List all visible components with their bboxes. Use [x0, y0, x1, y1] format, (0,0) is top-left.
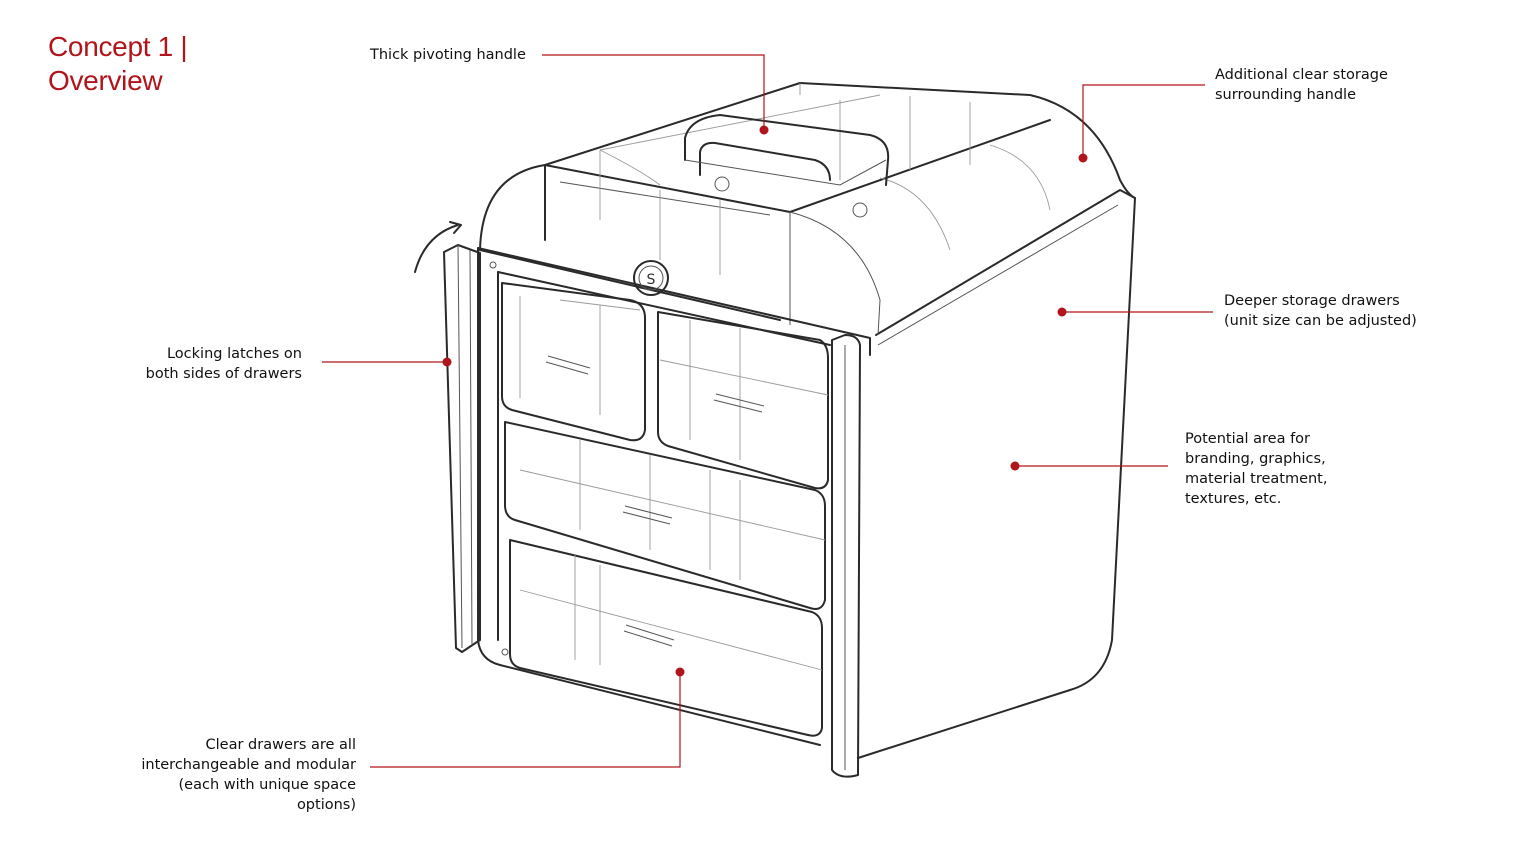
callout-branding-line-4: textures, etc. — [1185, 491, 1282, 507]
left-locking-latch — [443, 244, 481, 653]
top-clear-storage — [479, 82, 1136, 336]
callout-drawers: Clear drawers are all interchangeable an… — [141, 735, 356, 815]
callout-drawers-line-3: (each with unique space — [178, 777, 356, 793]
drawer-middle — [504, 421, 826, 610]
leader-latches — [322, 357, 452, 367]
callout-branding-line-3: material treatment, — [1185, 471, 1328, 487]
title-line-1: Concept 1 | — [48, 31, 188, 62]
callout-branding-line-2: branding, graphics, — [1185, 451, 1326, 467]
pivot-arrowhead — [449, 221, 462, 234]
callout-deeper: Deeper storage drawers (unit size can be… — [1224, 291, 1417, 331]
callout-storage: Additional clear storage surrounding han… — [1215, 65, 1388, 105]
callout-latches-line-1: Locking latches on — [166, 346, 302, 362]
callout-deeper-line-2: (unit size can be adjusted) — [1224, 313, 1417, 329]
pivoting-handle — [684, 114, 890, 218]
title-line-2: Overview — [48, 65, 163, 96]
page-title: Concept 1 | Overview — [48, 30, 188, 98]
callout-branding: Potential area for branding, graphics, m… — [1185, 429, 1327, 509]
drawer-top-right — [657, 311, 829, 490]
callout-storage-line-1: Additional clear storage — [1215, 67, 1388, 83]
leader-drawers — [370, 667, 685, 768]
leader-deeper — [1057, 307, 1213, 317]
emblem-letter: S — [647, 272, 656, 288]
leader-handle — [542, 54, 769, 135]
callout-storage-line-2: surrounding handle — [1215, 87, 1356, 103]
side-panel — [857, 189, 1136, 759]
leader-storage — [1078, 84, 1205, 163]
callout-deeper-line-1: Deeper storage drawers — [1224, 293, 1400, 309]
leader-branding — [1010, 461, 1168, 471]
callout-drawers-line-2: interchangeable and modular — [141, 757, 356, 773]
drawer-top-left — [501, 282, 646, 442]
pivot-arrow — [414, 224, 459, 273]
drawer-bottom — [509, 539, 823, 737]
brand-emblem: S — [633, 260, 669, 296]
callout-latches-line-2: both sides of drawers — [145, 366, 302, 382]
callout-latches: Locking latches on both sides of drawers — [146, 344, 302, 384]
callout-drawers-line-4: options) — [296, 797, 356, 813]
callout-branding-line-1: Potential area for — [1185, 431, 1311, 447]
front-frame — [477, 247, 871, 778]
callout-drawers-line-1: Clear drawers are all — [205, 737, 357, 753]
callout-handle: Thick pivoting handle — [370, 47, 526, 63]
